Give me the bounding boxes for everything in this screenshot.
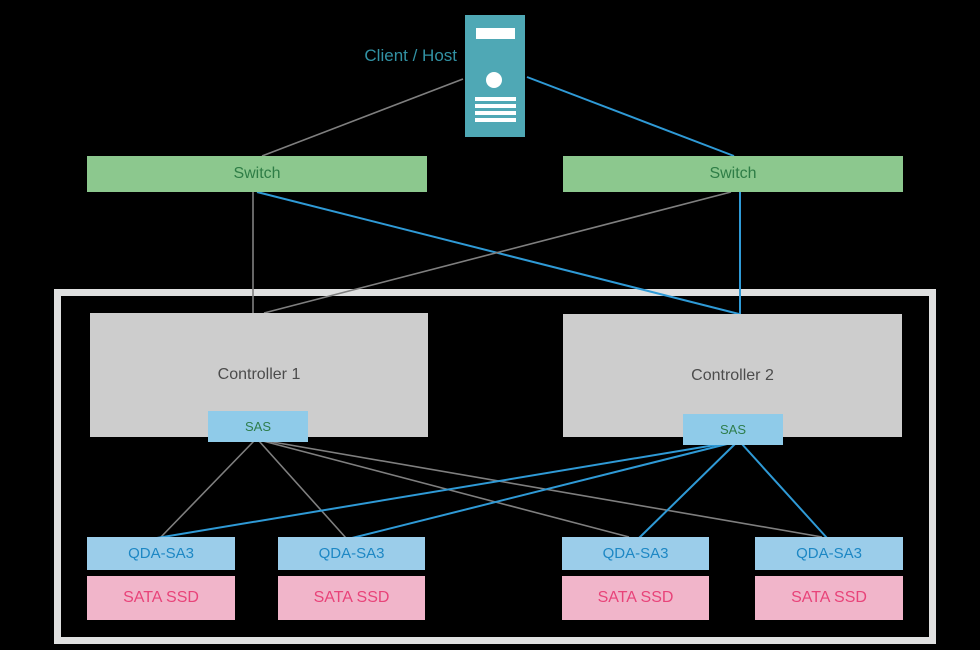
server-vent-icon xyxy=(475,118,516,122)
line-sas-2-to-qda-3 xyxy=(638,442,737,539)
adapter-qda-sa3-2: QDA-SA3 xyxy=(278,537,425,570)
client-host-server-icon xyxy=(465,15,525,137)
line-sas-1-to-qda-2 xyxy=(258,440,347,539)
adapter-label: QDA-SA3 xyxy=(128,545,194,562)
controller-1: Controller 1 SAS xyxy=(90,313,428,442)
server-screen-icon xyxy=(476,28,515,39)
controller-1-label: Controller 1 xyxy=(217,366,301,383)
client-host-label: Client / Host xyxy=(364,46,457,65)
storage-enclosure xyxy=(54,289,936,644)
switch-1-label: Switch xyxy=(233,165,281,182)
line-switch-2-to-controller-1 xyxy=(263,191,732,314)
controller-2-sas-port: SAS xyxy=(683,414,783,445)
switch-1: Switch xyxy=(87,156,427,192)
drive-sata-ssd-2: SATA SSD xyxy=(278,576,425,620)
server-power-button-icon xyxy=(486,72,502,88)
adapter-qda-sa3-3: QDA-SA3 xyxy=(562,537,709,570)
server-vent-icon xyxy=(475,104,516,108)
drive-sata-ssd-4: SATA SSD xyxy=(755,576,903,620)
line-sas-2-to-qda-1 xyxy=(156,442,728,539)
drive-label: SATA SSD xyxy=(597,589,674,606)
adapter-qda-sa3-1: QDA-SA3 xyxy=(87,537,235,570)
server-vent-icon xyxy=(475,111,516,115)
line-sas-1-to-qda-1 xyxy=(159,440,255,539)
switch-2-label: Switch xyxy=(709,165,757,182)
adapter-qda-sa3-4: QDA-SA3 xyxy=(755,537,903,570)
controller-1-sas-port: SAS xyxy=(208,411,308,442)
line-sas-2-to-qda-4 xyxy=(740,442,828,539)
switch-2: Switch xyxy=(563,156,903,192)
server-vent-icon xyxy=(475,97,516,101)
controller-2: Controller 2 SAS xyxy=(563,314,902,445)
line-sas-2-to-qda-2 xyxy=(351,442,732,539)
drive-label: SATA SSD xyxy=(123,589,199,606)
drive-label: SATA SSD xyxy=(791,589,867,606)
line-client-to-switch-2 xyxy=(526,76,735,157)
sas-port-label: SAS xyxy=(719,422,746,437)
controller-2-label: Controller 2 xyxy=(691,366,774,384)
sas-port-label: SAS xyxy=(244,419,271,434)
drive-label: SATA SSD xyxy=(313,589,390,606)
adapter-label: QDA-SA3 xyxy=(602,545,669,562)
adapter-label: QDA-SA3 xyxy=(318,545,385,562)
adapter-label: QDA-SA3 xyxy=(796,545,862,562)
drive-sata-ssd-3: SATA SSD xyxy=(562,576,709,620)
drive-sata-ssd-1: SATA SSD xyxy=(87,576,235,620)
line-client-to-switch-1 xyxy=(261,78,464,157)
